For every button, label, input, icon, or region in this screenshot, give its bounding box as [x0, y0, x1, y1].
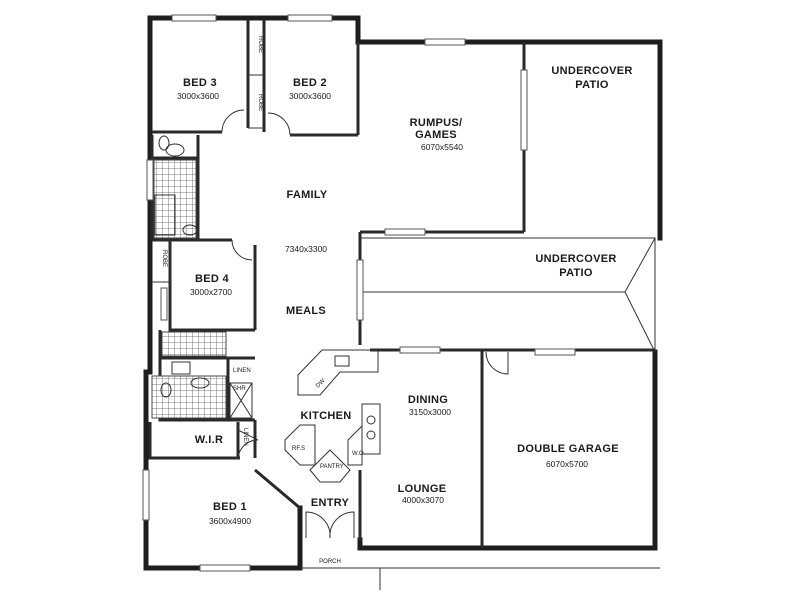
fridge-label: RF.S [292, 446, 305, 452]
room-bed1-name: BED 1 [213, 501, 247, 513]
room-wir-name: W.I.R [195, 434, 223, 446]
outer-walls [143, 15, 663, 590]
room-entry-name: ENTRY [311, 497, 350, 509]
room-kitchen-name: KITCHEN [301, 410, 352, 422]
robe-label-1: ROBE [257, 36, 263, 53]
room-bed3-dims: 3000x3600 [177, 91, 219, 101]
room-bed2-dims: 3000x3600 [289, 91, 331, 101]
wall-oven-label: W.O [352, 451, 364, 457]
shower-label: SHR [233, 386, 246, 392]
room-bed2-name: BED 2 [293, 77, 327, 89]
doors [221, 109, 509, 539]
room-patio1-name-1: UNDERCOVER [551, 65, 632, 77]
robe-label-2: ROBE [257, 94, 263, 111]
room-bed4-name: BED 4 [195, 273, 229, 285]
room-patio2-name-2: PATIO [559, 267, 593, 279]
room-labels: BED 3 3000x3600 BED 2 3000x3600 RUMPUS/ … [177, 65, 632, 565]
room-garage-name: DOUBLE GARAGE [517, 443, 619, 455]
room-garage-dims: 6070x5700 [546, 459, 588, 469]
linen-label-2: LINEN [242, 428, 248, 446]
wet-areas [151, 135, 253, 419]
room-patio1-name-2: PATIO [575, 79, 609, 91]
room-dining-dims: 3150x3000 [409, 407, 451, 417]
room-dining-name: DINING [408, 394, 448, 406]
room-porch-name: PORCH [319, 559, 341, 565]
room-bed3-name: BED 3 [183, 77, 217, 89]
room-rumpus-name-2: GAMES [415, 129, 457, 141]
windows [142, 14, 576, 572]
room-family-dims: 7340x3300 [285, 244, 327, 254]
kitchen-fixtures [284, 349, 381, 483]
linen-label-1: LINEN [233, 368, 251, 374]
dishwasher-label: DW [315, 378, 327, 390]
room-lounge-dims: 4000x3070 [402, 495, 444, 505]
room-rumpus-name-1: RUMPUS/ [410, 117, 463, 129]
pantry-label: PANTRY [320, 464, 344, 470]
room-rumpus-dims: 6070x5540 [421, 142, 463, 152]
room-lounge-name: LOUNGE [398, 483, 447, 495]
interior-walls [148, 20, 656, 548]
fixture-labels: ROBE ROBE ROBE LINEN LINEN SHR DW PANTRY… [161, 36, 364, 470]
room-bed1-dims: 3600x4900 [209, 516, 251, 526]
robe-label-3: ROBE [161, 250, 167, 267]
room-patio2-name-1: UNDERCOVER [535, 253, 616, 265]
room-meals-name: MEALS [286, 305, 326, 317]
room-bed4-dims: 3000x2700 [190, 287, 232, 297]
room-family-name: FAMILY [286, 189, 327, 201]
